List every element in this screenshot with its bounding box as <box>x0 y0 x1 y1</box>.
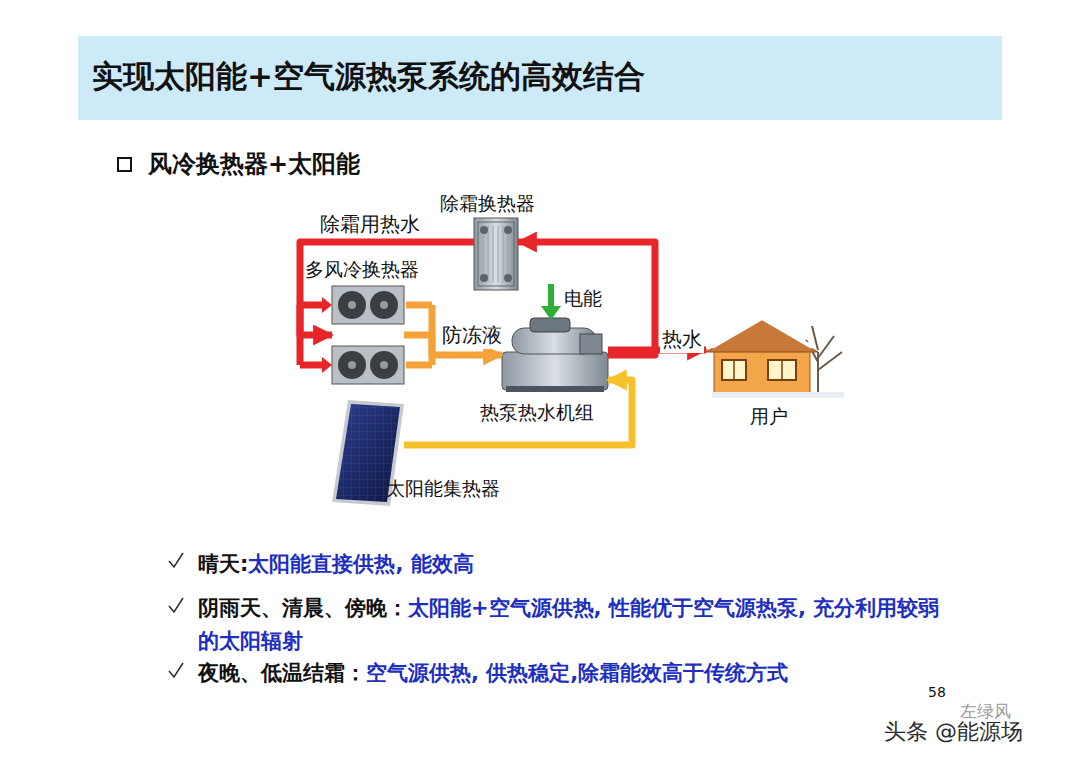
node-caption: 用户 <box>750 404 788 430</box>
diagram-node: 多风冷换热器 <box>332 286 404 384</box>
bullet-row: 晴天:太阳能直接供热, 能效高 <box>198 548 958 581</box>
square-bullet <box>118 158 131 171</box>
diagram-node: 用户 <box>706 318 844 398</box>
node-caption: 除霜换热器 <box>440 191 535 217</box>
watermark: 头条 @能源场 <box>884 717 1023 747</box>
house <box>706 318 844 398</box>
diagram-node: 太阳能集热器 <box>332 400 404 506</box>
bullet-condition: 夜晚、低温结霜： <box>198 661 366 685</box>
subtitle: 风冷换热器+太阳能 <box>148 148 360 180</box>
bullet-row: 夜晚、低温结霜：空气源供热, 供热稳定,除霜能效高于传统方式 <box>198 657 958 690</box>
heat-pump-unit <box>502 318 608 392</box>
bullet-result: 太阳能直接供热, 能效高 <box>248 552 473 576</box>
plate-heat-exchanger <box>474 218 518 290</box>
pipe-connector <box>404 380 632 445</box>
edge-label: 防冻液 <box>440 322 504 349</box>
power-label: 电能 <box>564 286 602 312</box>
diagram-node: 除霜换热器 <box>474 218 518 290</box>
page-number: 58 <box>928 684 946 700</box>
node-caption: 多风冷换热器 <box>305 257 419 283</box>
node-caption: 太阳能集热器 <box>386 476 500 502</box>
power-arrow <box>541 284 561 320</box>
edge-label: 除霜用热水 <box>318 211 422 238</box>
air-cooled-exchangers <box>332 286 404 384</box>
title-band <box>78 36 1002 120</box>
bullet-condition: 阴雨天、清晨、傍晚： <box>198 596 408 620</box>
diagram-node: 热泵热水机组 <box>502 318 608 392</box>
bullet-condition: 晴天: <box>198 552 248 576</box>
bullet-row: 阴雨天、清晨、傍晚：太阳能+空气源供热, 性能优于空气源热泵, 充分利用较弱的太… <box>198 592 958 658</box>
pipe-connector <box>518 242 655 355</box>
check-marks <box>169 553 183 677</box>
edge-label: 热水 <box>660 326 704 353</box>
slide-title: 实现太阳能+空气源热泵系统的高效结合 <box>92 56 645 98</box>
bullet-result: 空气源供热, 供热稳定,除霜能效高于传统方式 <box>366 661 788 685</box>
node-caption: 热泵热水机组 <box>480 400 594 426</box>
